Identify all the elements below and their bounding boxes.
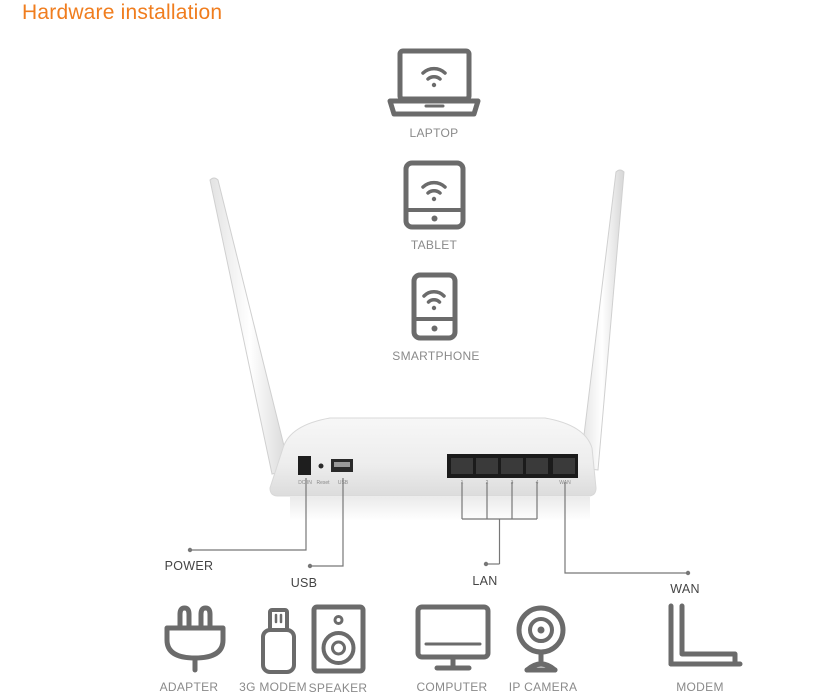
power-connection-label: POWER xyxy=(164,559,214,573)
lan-port-3-label: 3 xyxy=(510,480,514,486)
router-shadow xyxy=(290,497,590,521)
page-title: Hardware installation xyxy=(22,1,223,24)
lan-port-2-label: 2 xyxy=(485,480,489,486)
power-plug-icon xyxy=(164,605,226,673)
smartphone-label: SMARTPHONE xyxy=(392,349,480,363)
3g-modem-label: 3G MODEM xyxy=(239,680,307,694)
right-antenna xyxy=(579,169,625,471)
lan-port-4-label: 4 xyxy=(535,480,539,486)
monitor-icon xyxy=(415,604,491,671)
connection-dots xyxy=(187,547,691,576)
wan-connection-label: WAN xyxy=(670,582,700,596)
reset-button xyxy=(318,463,324,469)
computer-label: COMPUTER xyxy=(416,680,488,694)
laptop-wifi-icon xyxy=(387,48,481,117)
router xyxy=(209,169,625,521)
left-antenna xyxy=(209,177,291,475)
modem-label: MODEM xyxy=(676,680,724,694)
smartphone-wifi-icon xyxy=(411,272,458,341)
wan-port-label: WAN xyxy=(559,480,571,486)
connection-lines xyxy=(190,478,688,574)
lan-connection-label: LAN xyxy=(472,574,498,588)
usb-connection-label: USB xyxy=(290,576,318,590)
lan-ports xyxy=(451,458,575,474)
webcam-icon xyxy=(516,605,566,673)
usb-modem-icon xyxy=(261,608,296,674)
ip-camera-label: IP CAMERA xyxy=(508,680,578,694)
reset-label: Reset xyxy=(316,480,330,486)
lan-port-1-label: 1 xyxy=(460,480,464,486)
dc-in-port-label: DC IN xyxy=(298,480,312,486)
adapter-label: ADAPTER xyxy=(159,680,219,694)
laptop-label: LAPTOP xyxy=(409,126,459,140)
dc-in-port xyxy=(298,456,311,475)
tablet-wifi-icon xyxy=(403,160,466,230)
modem-icon xyxy=(668,603,743,667)
usb-port-label: USB xyxy=(337,480,349,486)
speaker-icon xyxy=(311,604,366,674)
speaker-label: SPEAKER xyxy=(308,681,368,695)
tablet-label: TABLET xyxy=(410,238,458,252)
